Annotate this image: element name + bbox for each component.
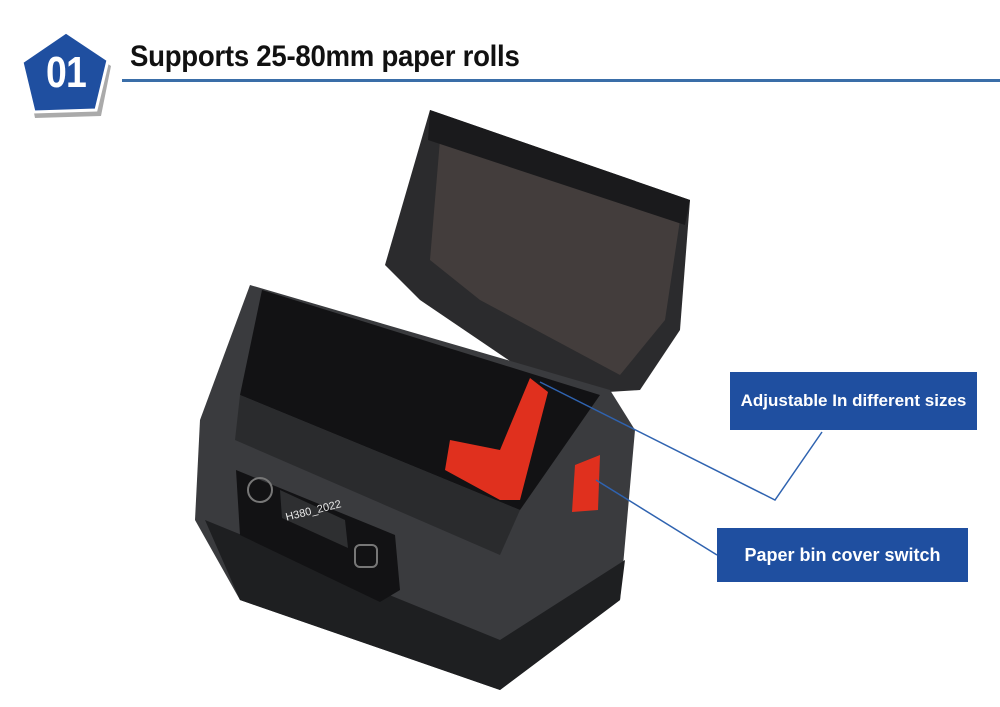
callout-paper-bin-switch: Paper bin cover switch [717,528,968,582]
number-badge-shape [20,30,111,118]
badge-number: 01 [46,48,87,97]
feed-icon [354,544,378,568]
callout-adjustable-sizes: Adjustable In different sizes [730,372,977,430]
title-underline [122,79,1000,82]
callout-line-switch [595,479,718,556]
page-title: Supports 25-80mm paper rolls [130,40,520,73]
callout-line-adjustable [539,381,823,501]
power-icon [247,477,273,503]
